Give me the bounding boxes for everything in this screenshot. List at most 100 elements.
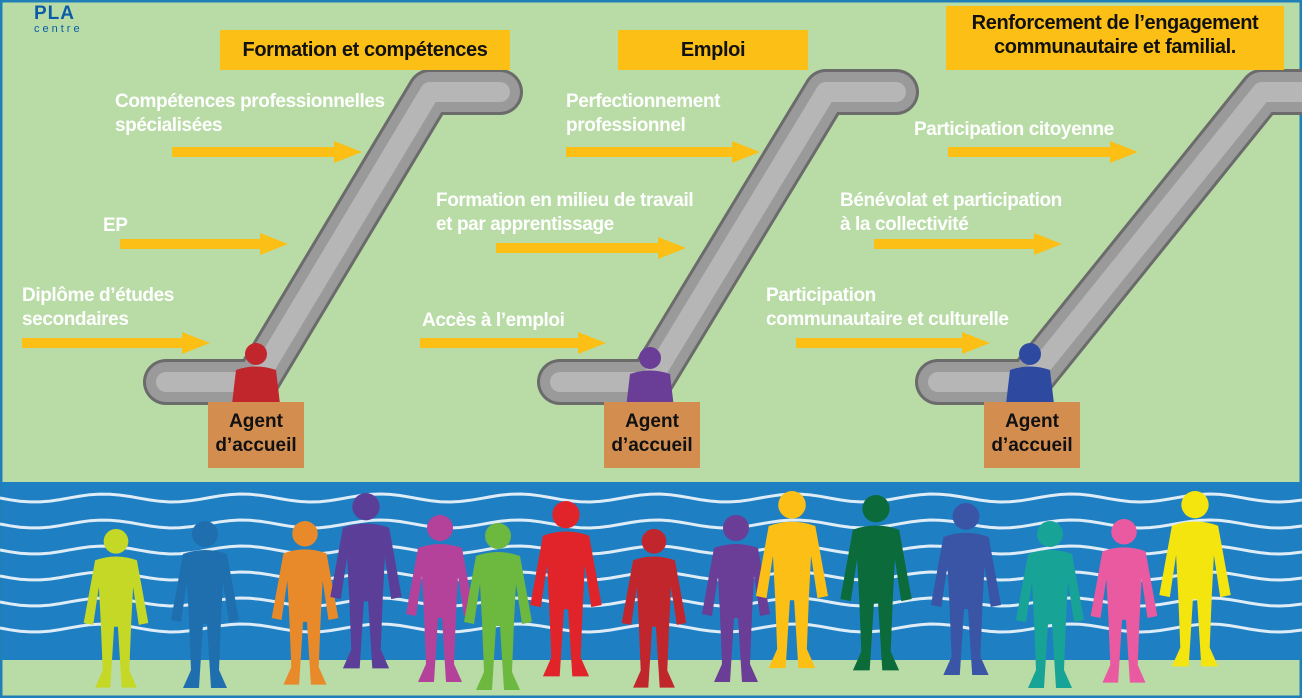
- person-head: [1037, 521, 1063, 547]
- label-line: secondaires: [22, 309, 129, 330]
- person-body: [271, 549, 339, 685]
- crowd-person: [530, 501, 602, 677]
- person-body: [406, 544, 474, 682]
- label-community-participation: Participation communautaire et culturell…: [766, 284, 1009, 332]
- person-body: [755, 521, 829, 669]
- crowd: [83, 491, 1231, 690]
- crowd-person: [755, 491, 829, 669]
- label-line: à la collectivité: [840, 214, 969, 235]
- escalator-highlight: [928, 82, 1302, 392]
- person-head: [1181, 491, 1209, 519]
- person-head: [427, 515, 453, 541]
- label-line: communautaire et culturelle: [766, 309, 1009, 330]
- label-line: Accès à l’emploi: [422, 310, 565, 331]
- person-body: [1090, 547, 1158, 683]
- person-head: [352, 493, 380, 521]
- header-employment-text: Emploi: [680, 39, 746, 61]
- person-head: [292, 520, 318, 547]
- agent-head: [1019, 343, 1041, 365]
- agent-figures: [232, 343, 1054, 408]
- label-volunteering: Bénévolat et participation à la collecti…: [840, 189, 1062, 237]
- crowd-person: [1016, 521, 1084, 688]
- label-line: professionnel: [566, 115, 686, 136]
- crowd-person: [702, 515, 770, 682]
- arrow: [420, 332, 606, 354]
- wave-line: [0, 518, 1302, 530]
- label-line: Compétences professionnelles: [115, 91, 385, 112]
- agent-label: Agent d’accueil: [611, 411, 693, 456]
- label-diploma: Diplôme d’études secondaires: [22, 284, 174, 332]
- escalator-highlight: [550, 82, 906, 392]
- arrow: [496, 237, 686, 259]
- arrow: [796, 332, 990, 354]
- label-line: Perfectionnement: [566, 91, 721, 112]
- label-line: Formation en milieu de travail: [436, 190, 694, 211]
- arrow: [874, 233, 1062, 255]
- crowd-person: [330, 493, 402, 669]
- agent-body: [1006, 366, 1054, 404]
- agent-head: [639, 347, 661, 369]
- crowd-person: [1159, 491, 1231, 667]
- person-body: [840, 525, 912, 671]
- arrow: [22, 332, 210, 354]
- agent-box-1: Agent d’accueil: [208, 402, 304, 468]
- crowd-person: [464, 523, 532, 690]
- header-employment: Emploi: [618, 30, 808, 70]
- arrow: [948, 141, 1138, 163]
- header-community-text: Renforcement de l’engagement communautai…: [971, 12, 1259, 58]
- label-line: Diplôme d’études: [22, 285, 174, 306]
- arrow: [566, 141, 760, 163]
- arrow: [120, 233, 288, 255]
- person-head: [641, 528, 667, 554]
- crowd-person: [83, 528, 149, 688]
- label-employment-access: Accès à l’emploi: [422, 309, 565, 333]
- crowd-person: [930, 503, 1002, 676]
- label-line: et par apprentissage: [436, 214, 614, 235]
- escalator-highlight: [156, 82, 510, 392]
- person-head: [552, 501, 580, 529]
- person-body: [621, 556, 687, 688]
- label-specialized-skills: Compétences professionnelles spécialisée…: [115, 90, 385, 138]
- person-head: [103, 528, 129, 554]
- step-arrows: [22, 141, 1138, 354]
- person-body: [930, 532, 1002, 676]
- logo-sub: centre: [34, 23, 83, 35]
- person-head: [192, 521, 218, 547]
- label-line: Participation: [766, 285, 876, 306]
- arrow: [172, 141, 362, 163]
- person-body: [530, 531, 602, 677]
- person-head: [862, 495, 890, 523]
- crowd-person: [1090, 518, 1158, 683]
- crowd-person: [621, 528, 687, 688]
- person-body: [1016, 550, 1084, 688]
- agent-label: Agent d’accueil: [991, 411, 1073, 456]
- agent-figure: [232, 343, 280, 404]
- escalators: [143, 69, 1302, 405]
- person-head: [778, 491, 806, 519]
- label-line: EP: [103, 215, 128, 236]
- person-body: [171, 550, 239, 688]
- crowd-person: [406, 515, 474, 682]
- agent-box-2: Agent d’accueil: [604, 402, 700, 468]
- label-professional-development: Perfectionnement professionnel: [566, 90, 720, 138]
- logo-name: PLA: [34, 3, 75, 24]
- agent-figure: [1006, 343, 1054, 404]
- person-body: [83, 556, 149, 688]
- label-line: spécialisées: [115, 115, 223, 136]
- header-training-text: Formation et compétences: [242, 39, 488, 61]
- crowd-person: [271, 520, 339, 685]
- agent-body: [626, 370, 674, 408]
- wave-line: [0, 492, 1302, 504]
- agent-body: [232, 366, 280, 404]
- label-line: Bénévolat et participation: [840, 190, 1062, 211]
- agent-figure: [626, 347, 674, 408]
- label-workplace-training: Formation en milieu de travail et par ap…: [436, 189, 694, 237]
- agent-head: [245, 343, 267, 365]
- person-body: [464, 552, 532, 690]
- pla-logo: PLA centre: [34, 4, 83, 35]
- person-head: [1111, 518, 1137, 545]
- header-community: Renforcement de l’engagement communautai…: [946, 6, 1284, 70]
- person-body: [702, 544, 770, 682]
